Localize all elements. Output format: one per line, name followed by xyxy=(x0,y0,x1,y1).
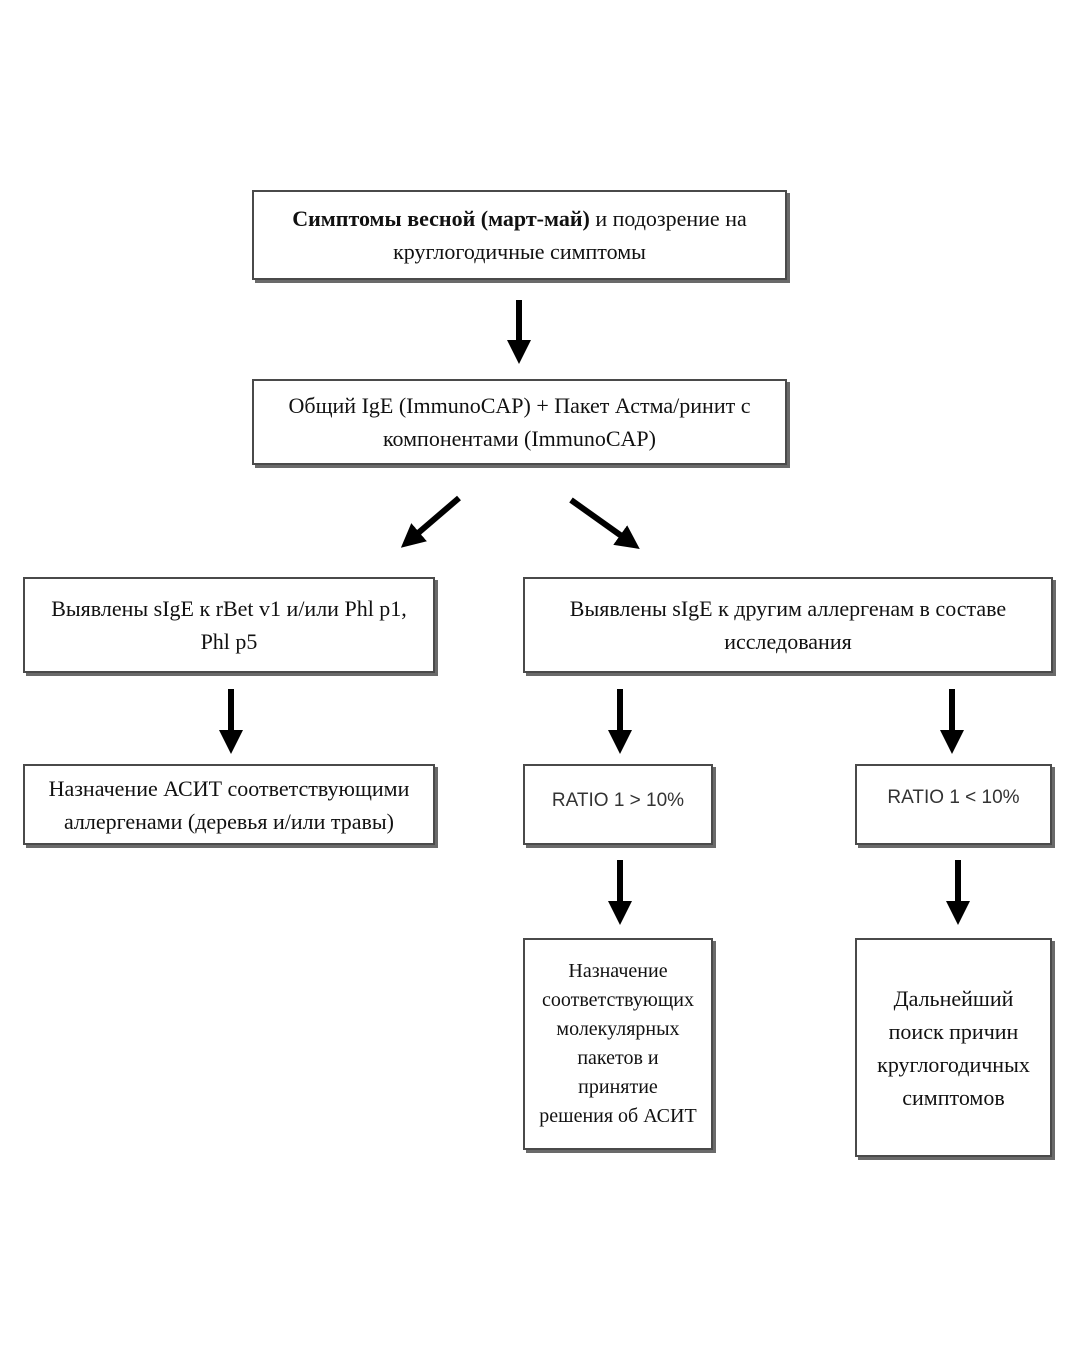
ratio-high-result-line: соответствующих xyxy=(542,989,694,1011)
right-branch-box: Выявлены sIgE к другим аллергенам в сост… xyxy=(523,577,1053,673)
ratio-low-result-line: симптомов xyxy=(902,1084,1005,1110)
ratio-low-result-box: Дальнейший поиск причин круглогодичных с… xyxy=(855,938,1052,1157)
left-branch-line-1: Выявлены sIgE к rBet v1 и/или Phl p1, xyxy=(51,596,407,621)
ratio-high-result-line: решения об АСИТ xyxy=(539,1105,697,1127)
ratio-high-result-line: принятие xyxy=(578,1076,658,1098)
test-line-1: Общий IgE (ImmunoCAP) + Пакет Астма/рини… xyxy=(288,393,751,418)
ratio-low-result-line: поиск причин xyxy=(888,1018,1019,1044)
symptoms-box: Симптомы весной (март-май) и подозрение … xyxy=(252,190,787,280)
test-line-2: компонентами (ImmunoCAP) xyxy=(382,426,656,451)
ratio-low-label: RATIO 1 < 10% xyxy=(887,787,1020,808)
ratio-low-result-line: круглогодичных xyxy=(877,1051,1030,1077)
arrow-test-to-right xyxy=(569,497,640,549)
symptoms-line-2: круглогодичные симптомы xyxy=(393,239,646,264)
ratio-low-box: RATIO 1 < 10% xyxy=(855,764,1052,845)
left-result-line-1: Назначение АСИТ соответствующими xyxy=(48,775,410,801)
ratio-high-box: RATIO 1 > 10% xyxy=(523,764,713,845)
left-branch-box: Выявлены sIgE к rBet v1 и/или Phl p1, Ph… xyxy=(23,577,435,673)
left-result-box: Назначение АСИТ соответствующими аллерге… xyxy=(23,764,435,845)
ratio-high-result-line: Назначение xyxy=(568,960,668,982)
right-branch-line-1: Выявлены sIgE к другим аллергенам в сост… xyxy=(569,596,1007,621)
ratio-high-label: RATIO 1 > 10% xyxy=(551,790,685,811)
ratio-high-result-line: пакетов и xyxy=(577,1047,659,1069)
symptoms-bold-text: Симптомы весной (март-май) xyxy=(292,206,590,231)
left-branch-line-2: Phl p5 xyxy=(200,629,258,654)
arrow-test-to-left xyxy=(400,495,461,548)
symptoms-rest-text: и подозрение на xyxy=(589,206,747,231)
ratio-high-result-line: молекулярных xyxy=(556,1018,680,1040)
ratio-low-result-line: Дальнейший xyxy=(893,985,1014,1011)
ratio-high-result-box: Назначение соответствующих молекулярных … xyxy=(523,938,713,1150)
test-box: Общий IgE (ImmunoCAP) + Пакет Астма/рини… xyxy=(252,379,787,465)
left-result-line-2: аллергенами (деревья и/или травы) xyxy=(63,808,395,834)
right-branch-line-2: исследования xyxy=(724,629,852,654)
